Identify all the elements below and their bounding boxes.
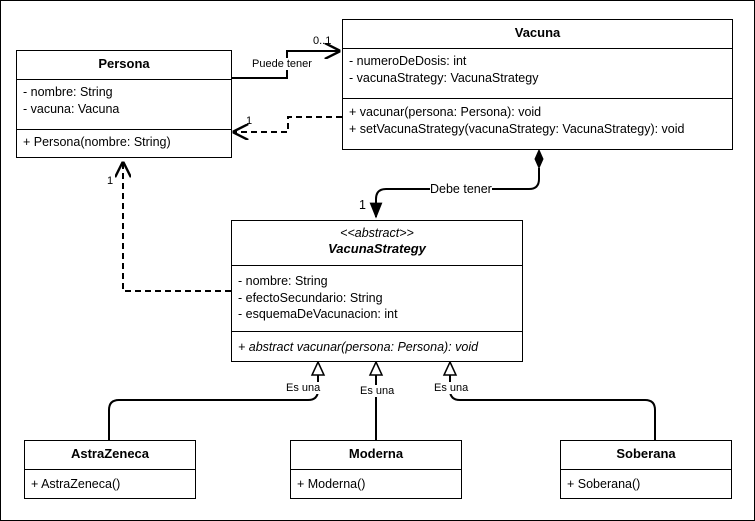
class-moderna[interactable]: Moderna + Moderna() [290, 440, 462, 499]
methods-section: + AstraZeneca() [25, 470, 195, 497]
attribute: - nombre: String [23, 85, 113, 99]
class-persona[interactable]: Persona - nombre: String - vacuna: Vacun… [16, 50, 232, 158]
inheritance-triangle-3 [442, 360, 458, 376]
methods-section: + abstract vacunar(persona: Persona): vo… [232, 332, 522, 360]
inheritance-soberana [449, 375, 656, 440]
method: + setVacunaStrategy(vacunaStrategy: Vacu… [349, 121, 685, 136]
method: + AstraZeneca() [31, 477, 121, 491]
class-header: <<abstract>> VacunaStrategy [232, 221, 522, 266]
methods-section: + Persona(nombre: String) [17, 130, 231, 155]
dependency-vacuna-persona [234, 116, 342, 132]
class-name: VacunaStrategy [328, 241, 426, 256]
method: + abstract vacunar(persona: Persona): vo… [238, 340, 479, 354]
class-name: AstraZeneca [25, 441, 195, 470]
class-astrazeneca[interactable]: AstraZeneca + AstraZeneca() [24, 440, 196, 499]
inheritance-triangle-2 [368, 360, 384, 376]
class-vacuna[interactable]: Vacuna - numeroDeDosis: int - vacunaStra… [342, 19, 733, 150]
label-puede-tener: Puede tener [252, 58, 312, 70]
label-es-una-2: Es una [360, 385, 395, 397]
attribute: - vacuna: Vacuna [23, 101, 120, 116]
attribute: - vacunaStrategy: VacunaStrategy [349, 70, 539, 85]
attribute: - esquemaDeVacunacion: int [238, 307, 398, 321]
attribute: - efectoSecundario: String [238, 290, 383, 305]
class-name: Soberana [561, 441, 731, 470]
stereotype: <<abstract>> [340, 226, 414, 240]
methods-section: + Moderna() [291, 470, 461, 497]
class-name: Persona [17, 51, 231, 80]
attribute: - nombre: String [238, 274, 328, 288]
method: + Moderna() [297, 477, 366, 491]
label-debe-tener: Debe tener [430, 182, 492, 196]
inheritance-triangle-1 [310, 360, 326, 376]
multiplicity-debe-tener: 1 [359, 198, 366, 212]
methods-section: + Soberana() [561, 470, 731, 497]
method: + Soberana() [567, 477, 641, 491]
class-soberana[interactable]: Soberana + Soberana() [560, 440, 732, 499]
composition-diamond [534, 148, 544, 170]
attributes-section: - nombre: String - vacuna: Vacuna [17, 80, 231, 130]
label-es-una-3: Es una [434, 382, 469, 394]
multiplicity-0-1: 0..1 [313, 35, 332, 47]
attributes-section: - numeroDeDosis: int - vacunaStrategy: V… [343, 49, 732, 99]
multiplicity-strategy-persona: 1 [107, 175, 114, 187]
inheritance-astrazeneca [108, 375, 319, 440]
multiplicity-vacuna-persona: 1 [246, 115, 253, 127]
attributes-section: - nombre: String - efectoSecundario: Str… [232, 266, 522, 332]
class-name: Moderna [291, 441, 461, 470]
method: + vacunar(persona: Persona): void [349, 105, 542, 119]
method: + Persona(nombre: String) [23, 135, 171, 149]
class-name: Vacuna [343, 20, 732, 49]
attribute: - numeroDeDosis: int [349, 54, 467, 68]
class-vacuna-strategy[interactable]: <<abstract>> VacunaStrategy - nombre: St… [231, 220, 523, 362]
methods-section: + vacunar(persona: Persona): void + setV… [343, 99, 732, 141]
dependency-strategy-persona [123, 163, 231, 292]
label-es-una-1: Es una [286, 382, 321, 394]
